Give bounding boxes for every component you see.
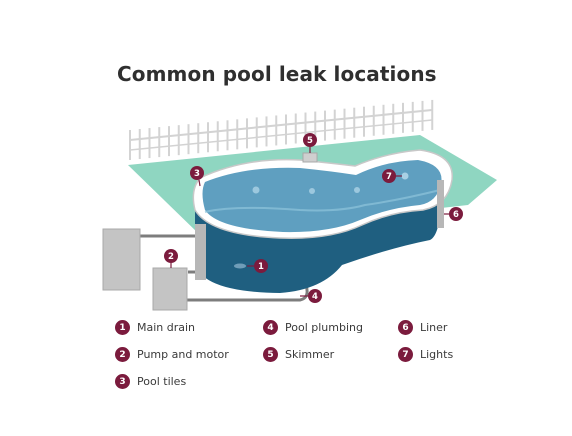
legend-badge: 7: [398, 347, 413, 362]
marker-3: 3: [190, 166, 204, 180]
legend-label: Lights: [420, 348, 454, 361]
legend-label: Pool tiles: [137, 375, 187, 388]
pump-and-motor: [152, 267, 188, 311]
marker-5-label: 5: [307, 136, 313, 146]
legend-label: Skimmer: [285, 348, 335, 361]
pool-liner-right: [437, 180, 444, 228]
legend-item-pump-and-motor: 2 Pump and motor: [115, 347, 229, 362]
marker-7-label: 7: [386, 172, 392, 182]
main-drain: [234, 263, 246, 269]
legend-badge: 3: [115, 374, 130, 389]
legend-badge: 6: [398, 320, 413, 335]
pool-water-highlight: [204, 189, 441, 213]
legend-label: Main drain: [137, 321, 196, 334]
marker-2: 2: [164, 249, 178, 263]
pool-liner-left: [195, 224, 206, 280]
leader-lines: [170, 147, 449, 297]
diagram-title: Common pool leak locations: [117, 62, 437, 86]
wall-light: [309, 188, 315, 194]
legend-item-lights: 7 Lights: [398, 347, 453, 362]
marker-7: 7: [382, 169, 396, 183]
legend-label: Pool plumbing: [285, 321, 363, 334]
pool-light: [401, 172, 409, 180]
marker-1: 1: [254, 259, 268, 273]
marker-6: 6: [449, 207, 463, 221]
legend-label: Liner: [420, 321, 448, 334]
marker-2-label: 2: [168, 252, 174, 262]
marker-5: 5: [303, 133, 317, 147]
marker-3-label: 3: [194, 169, 200, 179]
legend-label: Pump and motor: [137, 348, 229, 361]
marker-6-label: 6: [453, 210, 459, 220]
legend-item-pool-plumbing: 4 Pool plumbing: [263, 320, 363, 335]
legend-item-pool-tiles: 3 Pool tiles: [115, 374, 186, 389]
legend-badge: 4: [263, 320, 278, 335]
pool: [192, 149, 453, 293]
fence: [129, 99, 434, 160]
legend-item-skimmer: 5 Skimmer: [263, 347, 334, 362]
marker-1-label: 1: [258, 262, 264, 272]
legend-item-main-drain: 1 Main drain: [115, 320, 195, 335]
legend-badge: 2: [115, 347, 130, 362]
wall-light: [252, 186, 260, 194]
wall-light: [354, 187, 360, 193]
marker-4-label: 4: [312, 292, 318, 302]
filter-unit: [102, 228, 141, 291]
skimmer: [302, 152, 318, 163]
legend-badge: 1: [115, 320, 130, 335]
pool-water: [202, 160, 442, 233]
legend-badge: 5: [263, 347, 278, 362]
marker-4: 4: [308, 289, 322, 303]
legend-item-liner: 6 Liner: [398, 320, 447, 335]
